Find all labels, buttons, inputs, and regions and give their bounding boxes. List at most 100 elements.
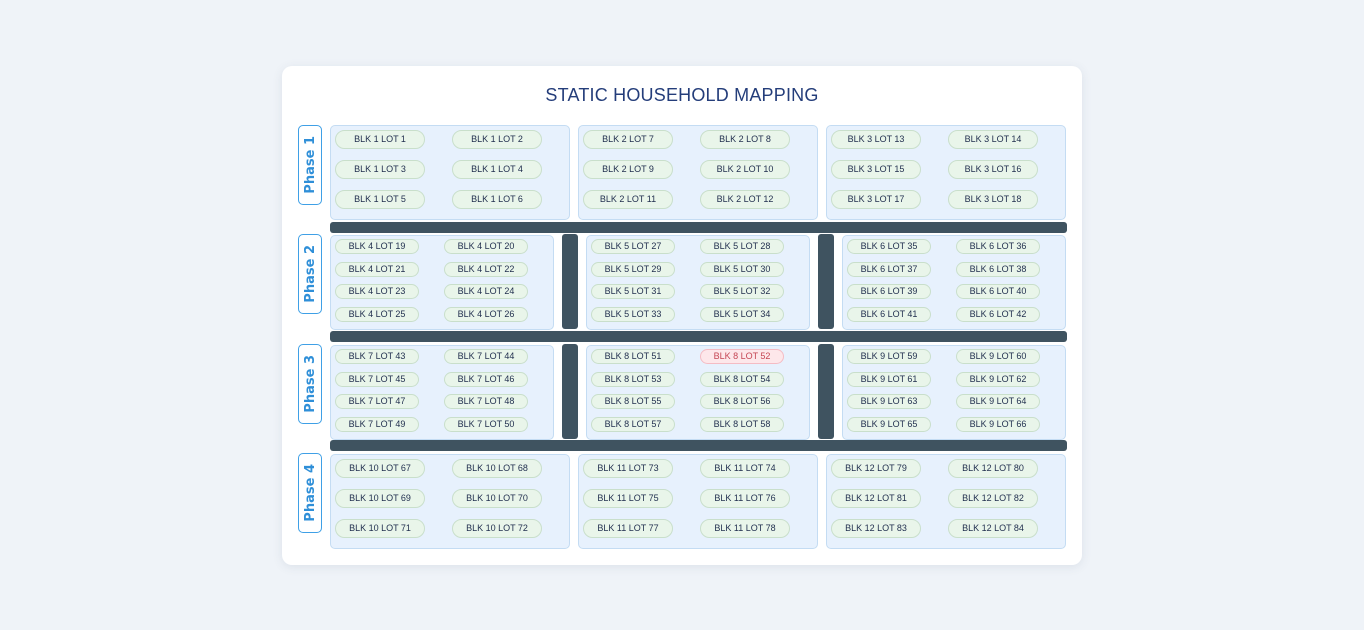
lot-button[interactable]: BLK 11 LOT 77 <box>583 519 673 538</box>
lot-button[interactable]: BLK 3 LOT 17 <box>831 190 921 209</box>
lot-button[interactable]: BLK 9 LOT 61 <box>847 371 931 387</box>
lot-button[interactable]: BLK 2 LOT 9 <box>583 160 673 179</box>
lot-button[interactable]: BLK 2 LOT 11 <box>583 190 673 209</box>
lot-button[interactable]: BLK 10 LOT 71 <box>335 519 425 538</box>
lot-button[interactable]: BLK 11 LOT 73 <box>583 459 673 478</box>
lot-button[interactable]: BLK 2 LOT 10 <box>700 160 790 179</box>
page-title: STATIC HOUSEHOLD MAPPING <box>545 85 819 105</box>
lot-button[interactable]: BLK 10 LOT 67 <box>335 459 425 478</box>
lot-button[interactable]: BLK 9 LOT 63 <box>847 394 931 409</box>
lot-button[interactable]: BLK 5 LOT 31 <box>591 284 675 299</box>
lot-button[interactable]: BLK 2 LOT 12 <box>700 190 790 209</box>
lot-button[interactable]: BLK 12 LOT 84 <box>948 519 1038 538</box>
road-vertical-3 <box>562 344 578 439</box>
lot-button[interactable]: BLK 2 LOT 7 <box>583 130 673 149</box>
lot-button[interactable]: BLK 1 LOT 6 <box>452 190 542 209</box>
lot-button[interactable]: BLK 7 LOT 48 <box>444 394 528 409</box>
lot-button[interactable]: BLK 5 LOT 27 <box>591 239 675 254</box>
lot-button[interactable]: BLK 7 LOT 47 <box>335 394 419 409</box>
lot-button[interactable]: BLK 6 LOT 39 <box>847 284 931 299</box>
lot-button[interactable]: BLK 4 LOT 24 <box>444 284 528 299</box>
lot-button[interactable]: BLK 1 LOT 1 <box>335 130 425 149</box>
lot-button[interactable]: BLK 7 LOT 45 <box>335 371 419 387</box>
lot-button[interactable]: BLK 6 LOT 42 <box>956 306 1040 322</box>
lot-button[interactable]: BLK 9 LOT 59 <box>847 349 931 364</box>
lot-button[interactable]: BLK 9 LOT 60 <box>956 349 1040 364</box>
road-horizontal-1 <box>330 222 1067 233</box>
lot-button[interactable]: BLK 9 LOT 64 <box>956 394 1040 409</box>
lot-button[interactable]: BLK 3 LOT 18 <box>948 190 1038 209</box>
lot-button[interactable]: BLK 5 LOT 29 <box>591 261 675 277</box>
lot-button[interactable]: BLK 7 LOT 44 <box>444 349 528 364</box>
lot-button[interactable]: BLK 3 LOT 13 <box>831 130 921 149</box>
road-horizontal-2 <box>330 331 1067 342</box>
lot-button[interactable]: BLK 10 LOT 72 <box>452 519 542 538</box>
lot-button[interactable]: BLK 4 LOT 26 <box>444 306 528 322</box>
lot-button[interactable]: BLK 7 LOT 43 <box>335 349 419 364</box>
lot-button[interactable]: BLK 4 LOT 25 <box>335 306 419 322</box>
lot-button[interactable]: BLK 4 LOT 23 <box>335 284 419 299</box>
lot-button[interactable]: BLK 11 LOT 74 <box>700 459 790 478</box>
lot-button[interactable]: BLK 1 LOT 4 <box>452 160 542 179</box>
lot-button[interactable]: BLK 8 LOT 52 <box>700 349 784 364</box>
lot-button[interactable]: BLK 9 LOT 62 <box>956 371 1040 387</box>
household-map-card: STATIC HOUSEHOLD MAPPING Phase 1 BLK 1 LO… <box>282 66 1082 565</box>
phase-label: Phase 2 <box>302 245 318 303</box>
lot-button[interactable]: BLK 12 LOT 82 <box>948 489 1038 508</box>
lot-button[interactable]: BLK 3 LOT 15 <box>831 160 921 179</box>
lot-button[interactable]: BLK 5 LOT 32 <box>700 284 784 299</box>
lot-button[interactable]: BLK 4 LOT 19 <box>335 239 419 254</box>
lot-button[interactable]: BLK 6 LOT 35 <box>847 239 931 254</box>
phase-tab-3[interactable]: Phase 3 <box>298 344 322 424</box>
lot-button[interactable]: BLK 3 LOT 16 <box>948 160 1038 179</box>
lot-button[interactable]: BLK 10 LOT 70 <box>452 489 542 508</box>
lot-button[interactable]: BLK 5 LOT 28 <box>700 239 784 254</box>
lot-button[interactable]: BLK 12 LOT 80 <box>948 459 1038 478</box>
lot-button[interactable]: BLK 6 LOT 40 <box>956 284 1040 299</box>
lot-button[interactable]: BLK 9 LOT 66 <box>956 416 1040 432</box>
phase-label: Phase 1 <box>302 136 318 194</box>
lot-button[interactable]: BLK 8 LOT 55 <box>591 394 675 409</box>
lot-button[interactable]: BLK 12 LOT 83 <box>831 519 921 538</box>
lot-button[interactable]: BLK 10 LOT 69 <box>335 489 425 508</box>
lot-button[interactable]: BLK 6 LOT 38 <box>956 261 1040 277</box>
lot-button[interactable]: BLK 1 LOT 5 <box>335 190 425 209</box>
lot-button[interactable]: BLK 2 LOT 8 <box>700 130 790 149</box>
lot-button[interactable]: BLK 1 LOT 3 <box>335 160 425 179</box>
lot-button[interactable]: BLK 7 LOT 49 <box>335 416 419 432</box>
lot-button[interactable]: BLK 12 LOT 79 <box>831 459 921 478</box>
lot-button[interactable]: BLK 4 LOT 20 <box>444 239 528 254</box>
lot-button[interactable]: BLK 8 LOT 53 <box>591 371 675 387</box>
lot-button[interactable]: BLK 8 LOT 56 <box>700 394 784 409</box>
lot-button[interactable]: BLK 3 LOT 14 <box>948 130 1038 149</box>
lot-button[interactable]: BLK 1 LOT 2 <box>452 130 542 149</box>
lot-button[interactable]: BLK 10 LOT 68 <box>452 459 542 478</box>
lot-button[interactable]: BLK 8 LOT 51 <box>591 349 675 364</box>
lot-button[interactable]: BLK 12 LOT 81 <box>831 489 921 508</box>
lot-button[interactable]: BLK 8 LOT 54 <box>700 371 784 387</box>
lot-button[interactable]: BLK 6 LOT 41 <box>847 306 931 322</box>
lot-button[interactable]: BLK 6 LOT 36 <box>956 239 1040 254</box>
lot-button[interactable]: BLK 11 LOT 78 <box>700 519 790 538</box>
lot-button[interactable]: BLK 5 LOT 33 <box>591 306 675 322</box>
lot-button[interactable]: BLK 7 LOT 46 <box>444 371 528 387</box>
lot-button[interactable]: BLK 11 LOT 76 <box>700 489 790 508</box>
lot-button[interactable]: BLK 7 LOT 50 <box>444 416 528 432</box>
lot-button[interactable]: BLK 11 LOT 75 <box>583 489 673 508</box>
phase-label: Phase 3 <box>302 355 318 413</box>
lot-button[interactable]: BLK 8 LOT 58 <box>700 416 784 432</box>
phase-tab-1[interactable]: Phase 1 <box>298 125 322 205</box>
phase-tab-4[interactable]: Phase 4 <box>298 453 322 533</box>
lot-button[interactable]: BLK 5 LOT 34 <box>700 306 784 322</box>
lot-button[interactable]: BLK 6 LOT 37 <box>847 261 931 277</box>
lot-button[interactable]: BLK 4 LOT 22 <box>444 261 528 277</box>
lot-button[interactable]: BLK 4 LOT 21 <box>335 261 419 277</box>
road-vertical-2 <box>818 234 834 329</box>
lot-button[interactable]: BLK 9 LOT 65 <box>847 416 931 432</box>
phase-label: Phase 4 <box>302 464 318 522</box>
lot-button[interactable]: BLK 8 LOT 57 <box>591 416 675 432</box>
road-vertical-1 <box>562 234 578 329</box>
road-horizontal-3 <box>330 440 1067 451</box>
lot-button[interactable]: BLK 5 LOT 30 <box>700 261 784 277</box>
phase-tab-2[interactable]: Phase 2 <box>298 234 322 314</box>
